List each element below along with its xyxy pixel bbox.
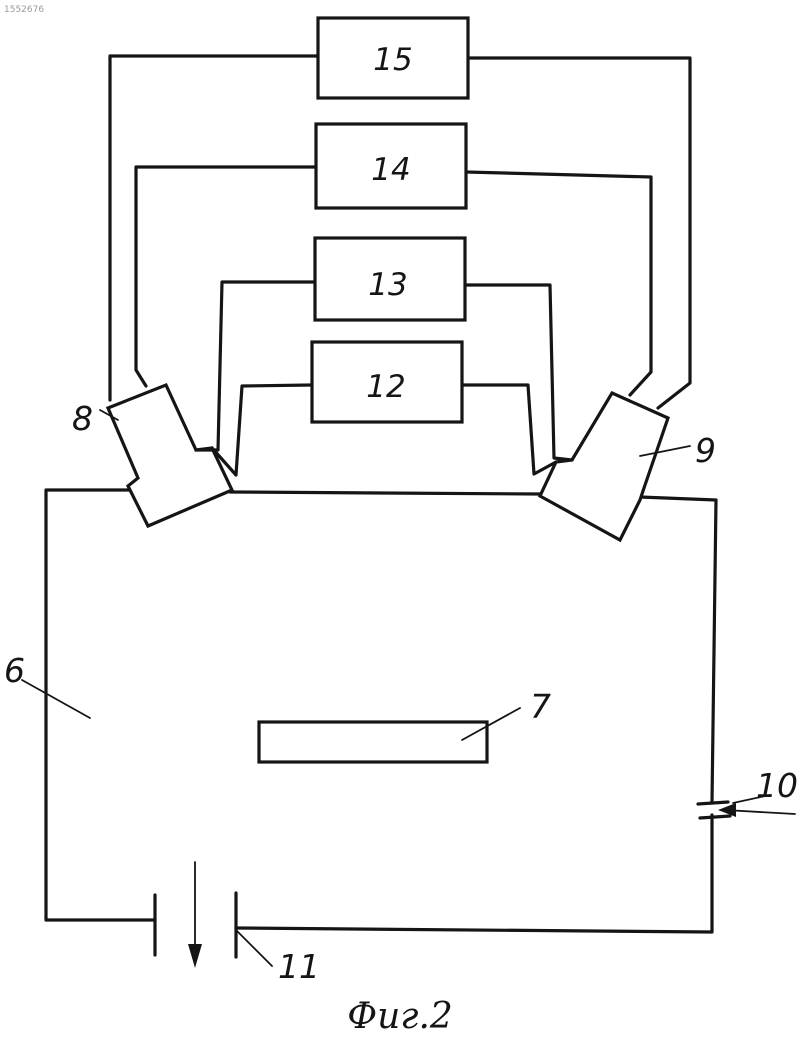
label-chamber-6: 6 [4, 651, 25, 690]
chamber-outline [46, 490, 716, 932]
label-source-11: 11 [278, 947, 320, 986]
block-14: 14 [316, 124, 466, 208]
detector-8 [100, 385, 232, 526]
block-13: 13 [315, 238, 465, 320]
detector-9 [540, 393, 690, 540]
label-detector-9: 9 [695, 431, 716, 470]
block-12: 12 [312, 342, 462, 422]
label-target-7: 7 [530, 687, 551, 726]
figure-caption: Фиг.2 [347, 996, 453, 1037]
label-switch-10: 10 [756, 766, 798, 805]
block-15-label: 15 [373, 42, 412, 78]
block-12-label: 12 [366, 369, 405, 405]
source-11-cell [155, 862, 272, 968]
header-code: 1552676 [4, 5, 44, 15]
block-15: 15 [318, 18, 468, 98]
block-14-label: 14 [371, 152, 410, 188]
block-13-label: 13 [368, 267, 407, 303]
target-7 [259, 708, 520, 762]
label-detector-8: 8 [72, 399, 93, 438]
